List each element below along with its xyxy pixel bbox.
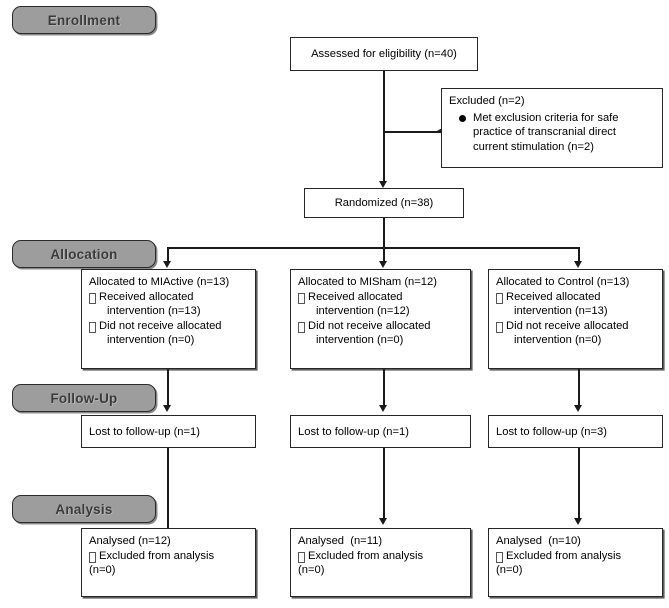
stage-label-enrollment: Enrollment — [12, 6, 156, 34]
analysis-excluded-row-arm-2: Excluded from analysis — [298, 549, 463, 564]
lost-label-arm-1: Lost to follow-up (n=1) — [89, 425, 201, 438]
received-line-2-arm-1: intervention (n=13) — [107, 305, 201, 317]
arrow-arm-3-to-lost — [574, 405, 583, 412]
arrow-arm-2-to-lost — [378, 405, 387, 412]
analysis-excluded-line-1-arm-2: Excluded from analysis — [308, 549, 424, 562]
connector-assessed-to-randomized — [383, 71, 385, 184]
excluded-reason-line-2: practice of transcranial direct — [473, 126, 617, 138]
analysis-excluded-line-1-arm-1: Excluded from analysis — [99, 549, 215, 562]
lost-label-arm-2: Lost to follow-up (n=1) — [298, 425, 410, 438]
stage-label-allocation: Allocation — [12, 240, 156, 268]
box-allocation-arm-2: Allocated to MISham (n=12) Received allo… — [290, 269, 471, 369]
stage-label-analysis-text: Analysis — [55, 501, 113, 517]
analysed-label-arm-3: Analysed (n=10) — [496, 535, 581, 547]
analysis-excluded-line-1-arm-3: Excluded from analysis — [506, 549, 622, 562]
received-row-arm-2: Received allocated — [298, 290, 463, 305]
received-line-1-arm-1: Received allocated — [99, 290, 194, 303]
box-excluded: Excluded (n=2) Met exclusion criteria fo… — [441, 88, 663, 168]
connector-arm-3-lost-to-analysed — [578, 448, 580, 521]
bullet-disc-icon — [459, 114, 466, 122]
stage-label-followup-text: Follow-Up — [50, 390, 118, 406]
notreceived-line-2-arm-1: intervention (n=0) — [107, 334, 195, 346]
arrow-to-arm-2 — [378, 261, 387, 268]
box-analysed-arm-3: Analysed (n=10) Excluded from analysis (… — [488, 528, 663, 597]
excluded-reason: Met exclusion criteria for safe practice… — [449, 111, 655, 155]
excluded-reason-line-3: current stimulation (n=2) — [473, 140, 594, 153]
notreceived-row-arm-2: Did not receive allocated — [298, 319, 463, 334]
allocated-label-arm-2: Allocated to MISham (n=12) — [298, 276, 437, 288]
analysis-excluded-line-2-arm-1: (n=0) — [89, 564, 116, 576]
bullet-box-icon — [298, 321, 305, 333]
received-line-2-arm-3: intervention (n=13) — [514, 305, 608, 317]
connector-bus-to-arm-1 — [167, 247, 169, 264]
box-allocation-arm-3: Allocated to Control (n=13) Received all… — [488, 269, 663, 369]
excluded-reason-line-1: Met exclusion criteria for safe — [473, 111, 619, 124]
analysed-label-arm-1: Analysed (n=12) — [89, 535, 171, 547]
box-lost-arm-3: Lost to follow-up (n=3) — [488, 415, 663, 448]
received-line-1-arm-3: Received allocated — [506, 290, 601, 303]
notreceived-line-1-arm-1: Did not receive allocated — [99, 319, 222, 332]
notreceived-line-2-arm-2: intervention (n=0) — [316, 334, 404, 346]
analysis-excluded-row-arm-3: Excluded from analysis — [496, 549, 655, 564]
arrow-to-excluded — [437, 126, 444, 135]
received-row-arm-3: Received allocated — [496, 290, 655, 305]
assessed-label: Assessed for eligibility (n=40) — [311, 48, 457, 61]
box-lost-arm-2: Lost to follow-up (n=1) — [290, 415, 471, 448]
analysis-excluded-line-2-arm-3: (n=0) — [496, 564, 523, 576]
arrow-to-arm-3 — [574, 261, 583, 268]
connector-to-excluded — [383, 131, 441, 133]
box-analysed-arm-1: Analysed (n=12) Excluded from analysis (… — [81, 528, 256, 597]
arrow-arm-3-to-analysed — [574, 518, 583, 525]
bullet-box-icon — [298, 292, 305, 304]
analysed-label-arm-2: Analysed (n=11) — [298, 535, 383, 547]
connector-allocation-bus — [167, 247, 580, 249]
received-line-1-arm-2: Received allocated — [308, 290, 403, 303]
allocated-label-arm-1: Allocated to MIActive (n=13) — [89, 276, 230, 288]
box-allocation-arm-1: Allocated to MIActive (n=13) Received al… — [81, 269, 256, 369]
bullet-box-icon — [496, 292, 503, 304]
connector-bus-to-arm-3 — [578, 247, 580, 264]
notreceived-row-arm-1: Did not receive allocated — [89, 319, 248, 334]
arrow-assessed-to-randomized — [378, 181, 387, 188]
excluded-heading: Excluded (n=2) — [449, 95, 525, 107]
bullet-box-icon — [496, 551, 503, 563]
bullet-box-icon — [298, 551, 305, 563]
stage-label-enrollment-text: Enrollment — [47, 12, 121, 28]
bullet-box-icon — [89, 551, 96, 563]
notreceived-line-1-arm-3: Did not receive allocated — [506, 319, 629, 332]
randomized-label: Randomized (n=38) — [334, 197, 434, 210]
connector-arm-2-alloc-to-lost — [383, 369, 385, 408]
connector-randomized-drop — [383, 218, 385, 247]
analysis-excluded-row-arm-1: Excluded from analysis — [89, 549, 248, 564]
bullet-box-icon — [496, 321, 503, 333]
stage-label-allocation-text: Allocation — [50, 246, 118, 262]
box-lost-arm-1: Lost to follow-up (n=1) — [81, 415, 256, 448]
box-randomized: Randomized (n=38) — [304, 188, 464, 218]
notreceived-line-2-arm-3: intervention (n=0) — [514, 334, 602, 346]
notreceived-line-1-arm-2: Did not receive allocated — [308, 319, 431, 332]
allocated-label-arm-3: Allocated to Control (n=13) — [496, 276, 630, 288]
box-assessed-for-eligibility: Assessed for eligibility (n=40) — [290, 37, 478, 71]
bullet-box-icon — [89, 292, 96, 304]
notreceived-row-arm-3: Did not receive allocated — [496, 319, 655, 334]
analysis-excluded-line-2-arm-2: (n=0) — [298, 564, 325, 576]
connector-bus-to-arm-2 — [383, 247, 385, 264]
stage-label-followup: Follow-Up — [12, 384, 156, 412]
arrow-arm-1-to-lost — [163, 405, 172, 412]
lost-label-arm-3: Lost to follow-up (n=3) — [496, 425, 608, 438]
stage-label-analysis: Analysis — [12, 495, 156, 523]
connector-arm-3-alloc-to-lost — [578, 369, 580, 408]
connector-arm-2-lost-to-analysed — [383, 448, 385, 521]
arrow-to-arm-1 — [163, 261, 172, 268]
connector-arm-1-alloc-to-lost — [167, 369, 169, 408]
arrow-arm-2-to-analysed — [378, 518, 387, 525]
box-analysed-arm-2: Analysed (n=11) Excluded from analysis (… — [290, 528, 471, 597]
connector-arm-1-lost-to-analysed — [167, 448, 169, 528]
received-row-arm-1: Received allocated — [89, 290, 248, 305]
received-line-2-arm-2: intervention (n=12) — [316, 305, 410, 317]
bullet-box-icon — [89, 321, 96, 333]
